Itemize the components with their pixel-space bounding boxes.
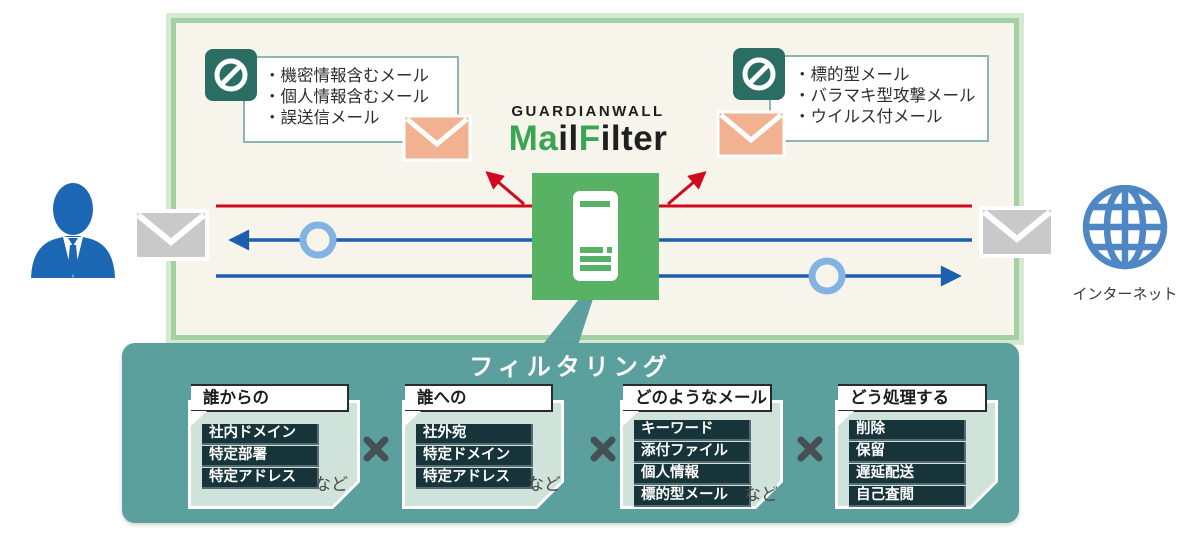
filter-group-recipient: 誰への 社外宛 特定ドメイン 特定アドレス など <box>402 384 564 516</box>
mail-filter-server-icon <box>573 191 618 281</box>
guardianwall-logo: GUARDIANWALL MailFilter <box>468 103 708 158</box>
callout-line: ・個人情報含むメール <box>264 88 429 106</box>
callout-line: ・ウイルス付メール <box>794 108 943 126</box>
etc-label: など <box>314 475 348 494</box>
callout-line: ・機密情報含むメール <box>264 67 429 85</box>
filter-group-action: どう処理する 削除 保留 遅延配送 自己査閲 <box>835 384 998 516</box>
callout-line: ・標的型メール <box>794 66 910 84</box>
filter-group-label: 誰からの <box>191 384 349 412</box>
filter-group-label: どう処理する <box>838 384 987 412</box>
filter-item: 保留 <box>849 442 966 463</box>
filter-item: 特定ドメイン <box>416 446 533 467</box>
filtering-title: フィルタリング <box>469 354 672 381</box>
filter-group-mail-type: どのようなメール キーワード 添付ファイル 個人情報 標的型メール など <box>620 384 783 516</box>
user-icon <box>31 183 115 278</box>
filter-group-label: どのようなメール <box>623 384 772 412</box>
multiply-icon <box>590 436 616 462</box>
multiply-icon <box>363 436 389 462</box>
blocked-envelope-icon <box>716 110 786 158</box>
filter-item: 特定アドレス <box>202 468 319 489</box>
no-entry-icon <box>205 49 257 101</box>
filter-item: 社外宛 <box>416 424 533 445</box>
callout-line: ・誤送信メール <box>264 109 380 127</box>
filter-group-sender: 誰からの 社内ドメイン 特定部署 特定アドレス など <box>188 384 360 516</box>
internet-label: インターネット <box>1072 286 1178 303</box>
blocked-inbound-callout: ・標的型メール ・バラマキ型攻撃メール ・ウイルス付メール <box>769 55 989 142</box>
etc-label: など <box>527 475 561 494</box>
brand-name: GUARDIANWALL <box>511 103 665 120</box>
mail-filter-server <box>532 173 659 300</box>
etc-label: など <box>744 485 778 504</box>
filter-item: 削除 <box>849 420 966 441</box>
internet-envelope-icon <box>979 206 1055 258</box>
filter-item: キーワード <box>634 420 751 441</box>
filter-item: 特定部署 <box>202 446 319 467</box>
filter-item: 遅延配送 <box>849 464 966 485</box>
no-entry-icon <box>733 48 785 100</box>
filter-item: 個人情報 <box>634 464 751 485</box>
globe-icon <box>1082 185 1168 270</box>
filter-item: 自己査閲 <box>849 486 966 507</box>
filter-item: 添付ファイル <box>634 442 751 463</box>
filter-item: 標的型メール <box>634 486 751 507</box>
multiply-icon <box>797 436 823 462</box>
filter-item: 特定アドレス <box>416 468 533 489</box>
callout-line: ・バラマキ型攻撃メール <box>794 87 976 105</box>
filter-group-label: 誰への <box>405 384 553 412</box>
filtering-panel: フィルタリング 誰からの 社内ドメイン 特定部署 特定アドレス など 誰への 社… <box>122 343 1019 523</box>
filter-item: 社内ドメイン <box>202 424 319 445</box>
user-envelope-icon <box>133 209 209 261</box>
product-name: MailFilter <box>508 119 668 158</box>
blocked-envelope-icon <box>402 114 472 162</box>
